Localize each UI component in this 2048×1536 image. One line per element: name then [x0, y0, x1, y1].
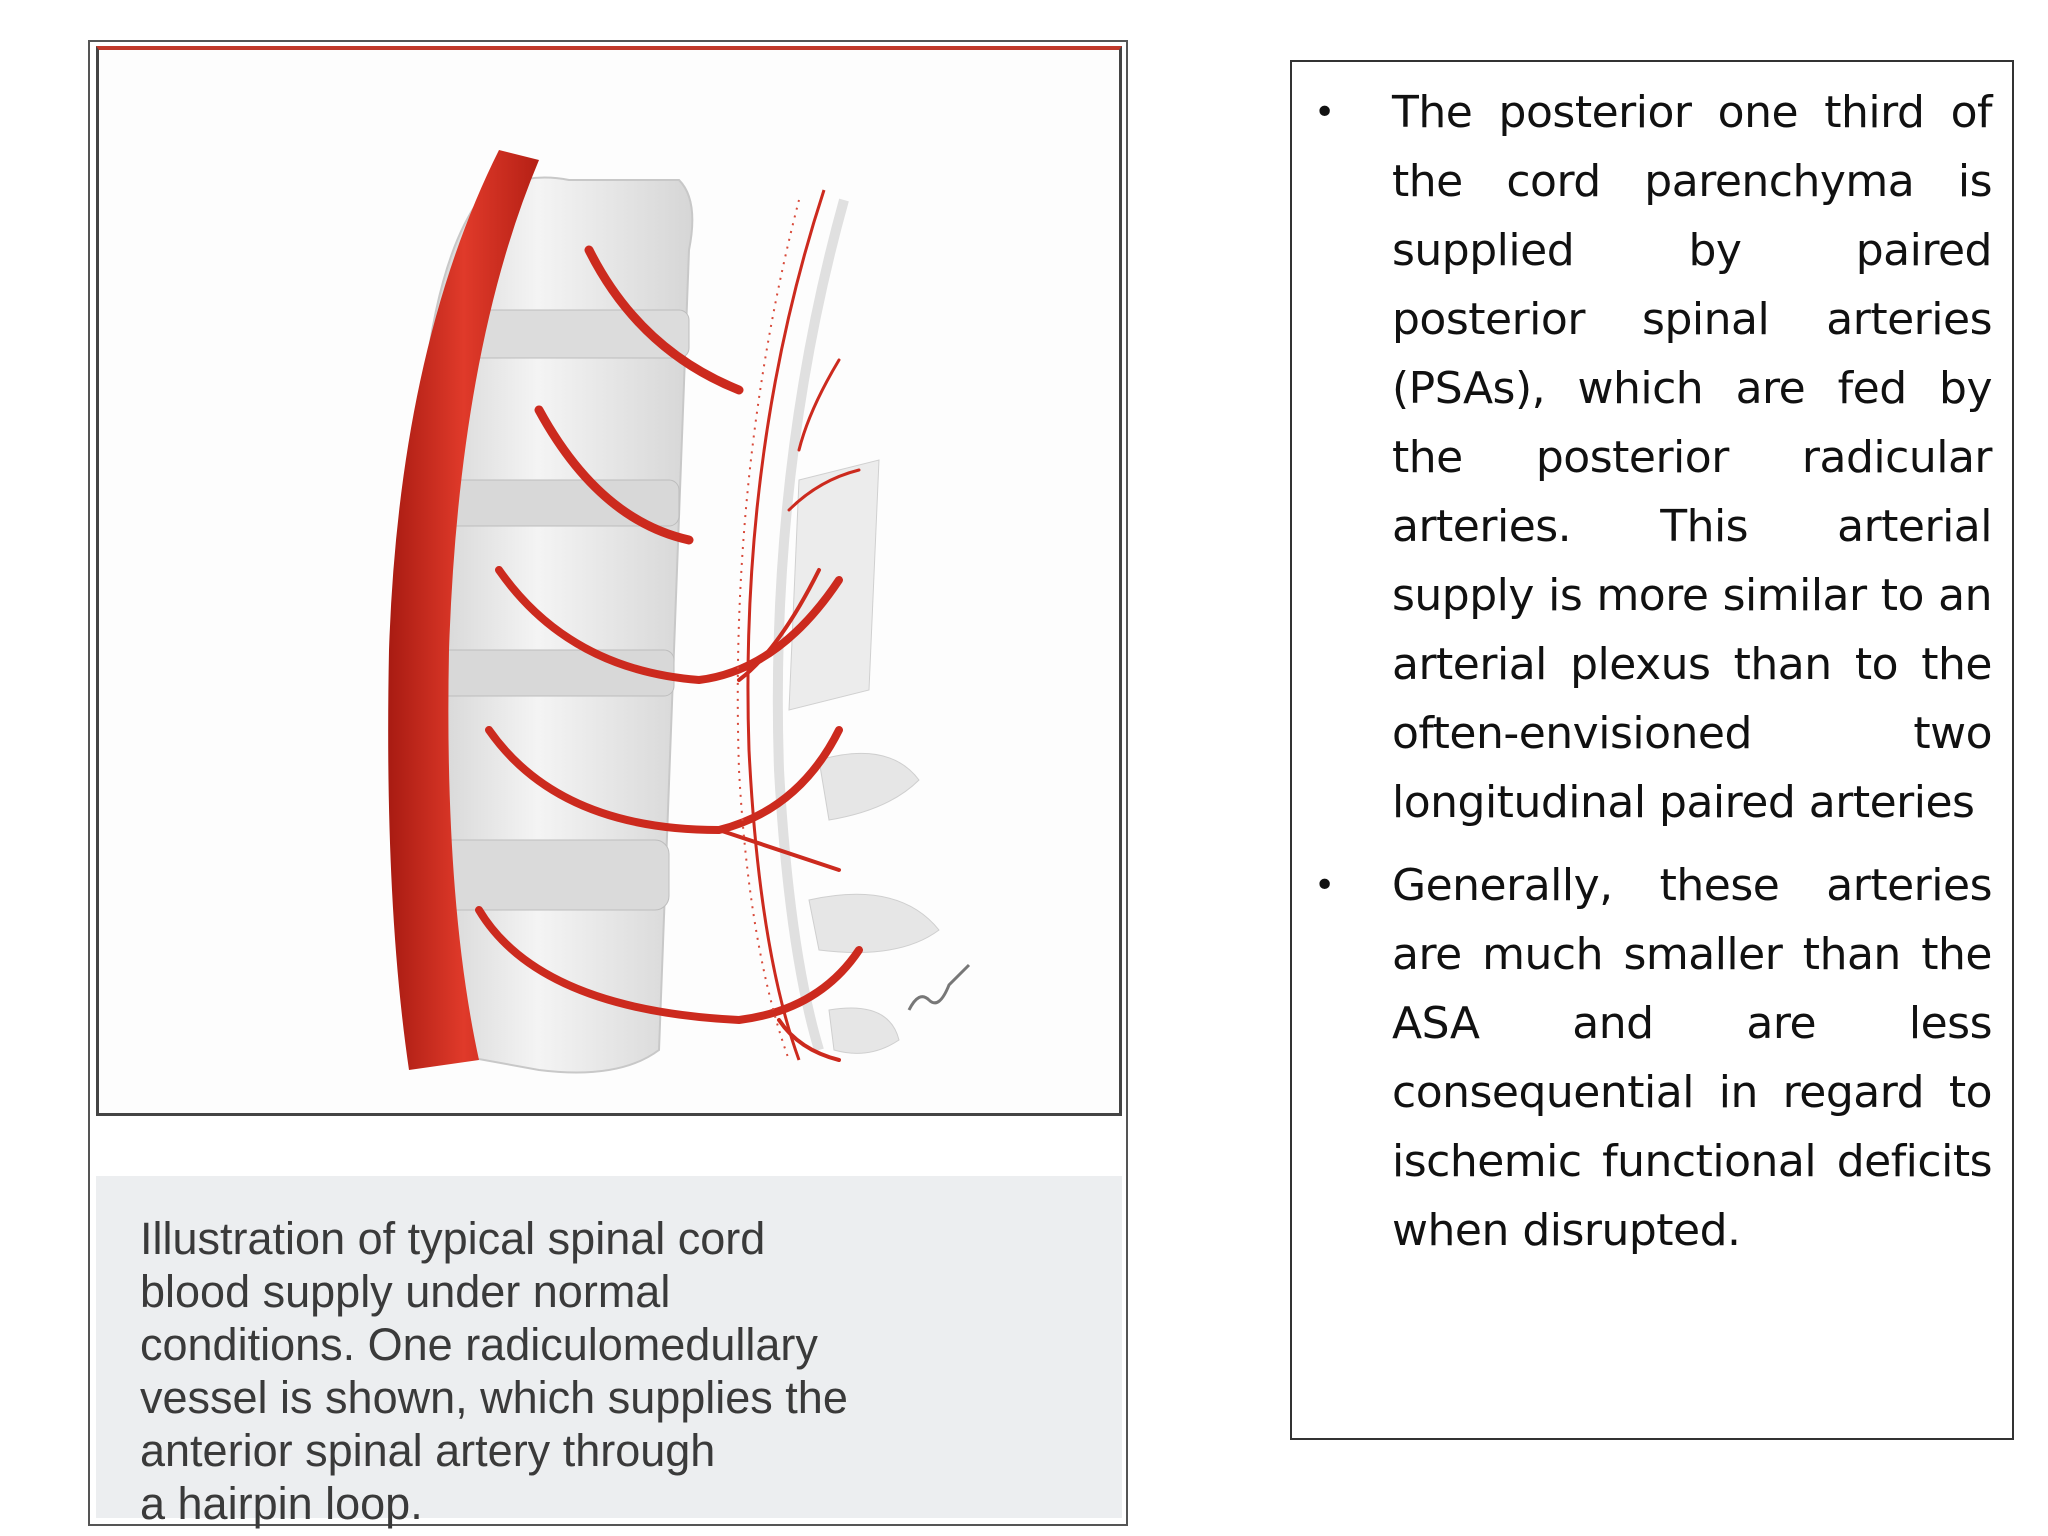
- figure-caption: Illustration of typical spinal cord bloo…: [140, 1213, 848, 1529]
- bullet-text: Generally, these arteries are much small…: [1392, 860, 1993, 1256]
- text-panel: • The posterior one third of the cord pa…: [1290, 60, 2014, 1440]
- anterior-spinal-artery: [736, 199, 800, 1061]
- bullet-item: • The posterior one third of the cord pa…: [1292, 78, 1993, 837]
- posterior-elements: [746, 189, 940, 1061]
- figure-caption-box: Illustration of typical spinal cord bloo…: [96, 1176, 1122, 1529]
- artist-signature: [907, 963, 971, 1011]
- bullet-item: • Generally, these arteries are much sma…: [1292, 851, 1993, 1265]
- spinal-cord-illustration: [96, 46, 1122, 1116]
- segmental-arteries: [475, 245, 863, 1062]
- figure-frame: Illustration of typical spinal cord bloo…: [88, 40, 1128, 1529]
- bullet-marker: •: [1314, 865, 1336, 906]
- bullet-list: • The posterior one third of the cord pa…: [1292, 78, 1993, 1265]
- spinal-blood-supply-drawing: [388, 150, 971, 1074]
- aorta: [388, 150, 539, 1070]
- bullet-text: The posterior one third of the cord pare…: [1392, 87, 1993, 828]
- bullet-marker: •: [1314, 92, 1336, 133]
